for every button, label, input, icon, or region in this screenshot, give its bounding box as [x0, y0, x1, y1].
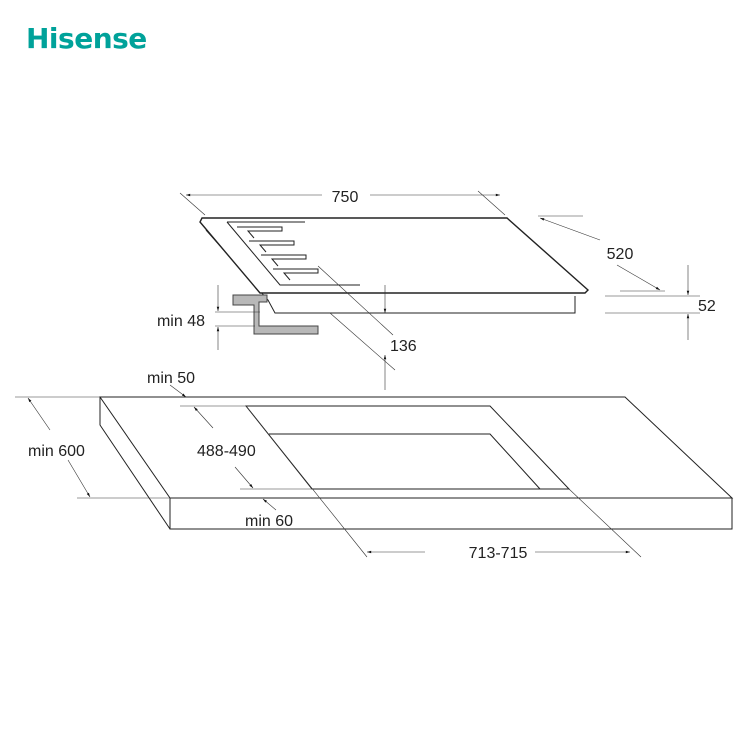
- hob-top-glass: [199, 217, 590, 294]
- mounting-bracket: [232, 294, 319, 335]
- label-min-48: min 48: [157, 313, 205, 330]
- label-min-60: min 60: [245, 513, 293, 530]
- hob-dimension-lines: [179, 190, 700, 390]
- label-136: 136: [390, 338, 417, 355]
- cutout-dimension-lines: [15, 384, 642, 558]
- label-hob-height: 52: [698, 298, 716, 315]
- label-min-600: min 600: [28, 443, 85, 460]
- label-488-490: 488-490: [197, 443, 256, 460]
- cutout-inner-edge: [269, 433, 541, 490]
- control-panel-edge: [226, 221, 360, 286]
- burner-knobs: [237, 226, 319, 281]
- worktop-top-surface: [99, 396, 734, 499]
- brand-logo: Hisense: [26, 22, 147, 55]
- cutout-outline: [244, 405, 571, 490]
- worktop-front-face: [169, 497, 733, 530]
- label-713-715: 713-715: [469, 545, 528, 562]
- hob-drawing: [199, 217, 590, 335]
- label-hob-width: 750: [332, 189, 359, 206]
- label-min-50: min 50: [147, 370, 195, 387]
- worktop-side-face: [99, 397, 171, 530]
- label-hob-depth: 520: [607, 246, 634, 263]
- worktop-drawing: [99, 396, 734, 530]
